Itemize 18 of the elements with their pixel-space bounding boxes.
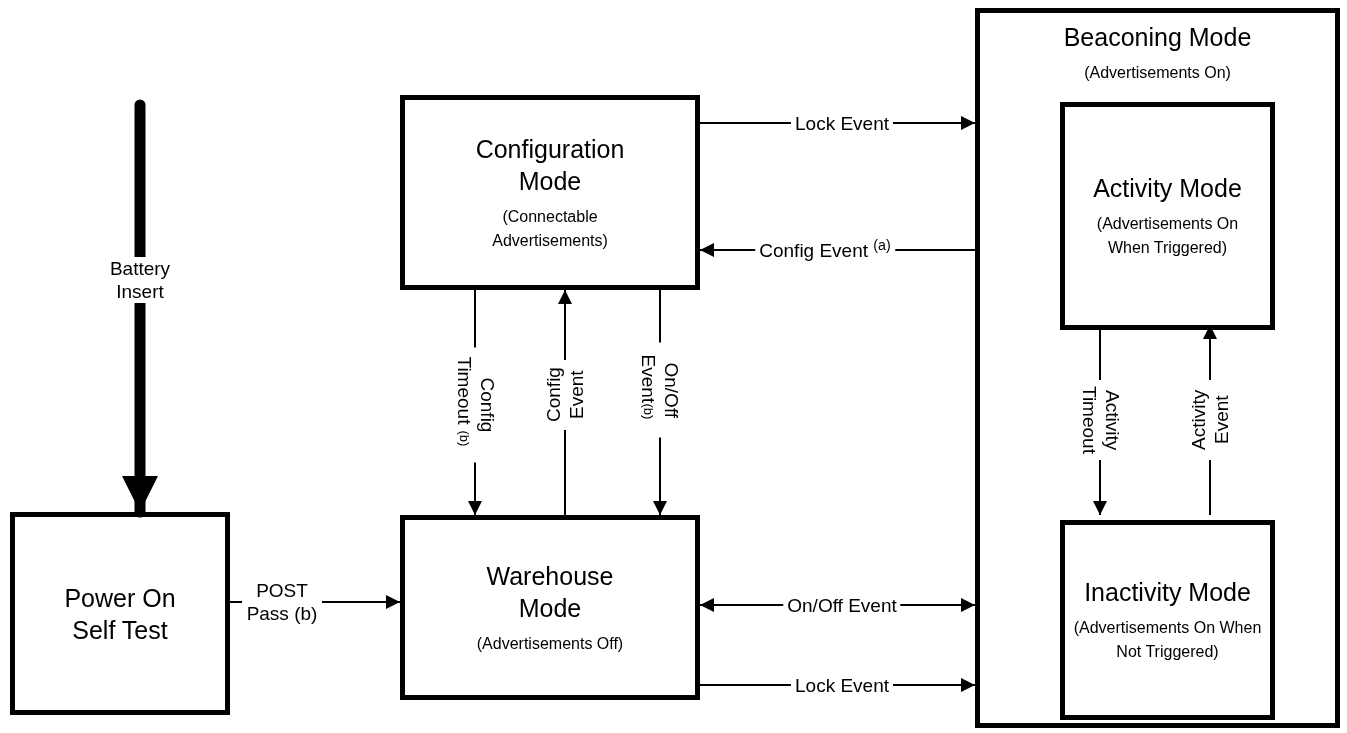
state-box	[1060, 520, 1275, 720]
edge-label: Config Event $^{(a)}$	[755, 238, 895, 262]
state-title: Configuration Mode	[474, 133, 626, 197]
state-box	[10, 512, 230, 715]
state-title: Inactivity Mode	[1084, 577, 1251, 608]
state-title: Power On Self Test	[63, 582, 177, 646]
state-subtitle: (Advertisements Off)	[476, 633, 624, 654]
state-subtitle: (Advertisements On)	[1084, 63, 1231, 83]
state-title: Beaconing Mode	[1063, 22, 1252, 53]
state-box	[1060, 102, 1275, 330]
state-box	[400, 95, 700, 290]
state-title: Warehouse Mode	[485, 560, 615, 624]
state-box	[975, 8, 1340, 728]
state-subtitle: (Advertisements On When Triggered)	[1095, 214, 1240, 258]
state-subtitle: (Advertisements On When Not Triggered)	[1073, 618, 1262, 662]
state-box	[400, 515, 700, 700]
state-subtitle: (Connectable Advertisements)	[491, 206, 609, 251]
state-title: Activity Mode	[1093, 173, 1242, 204]
